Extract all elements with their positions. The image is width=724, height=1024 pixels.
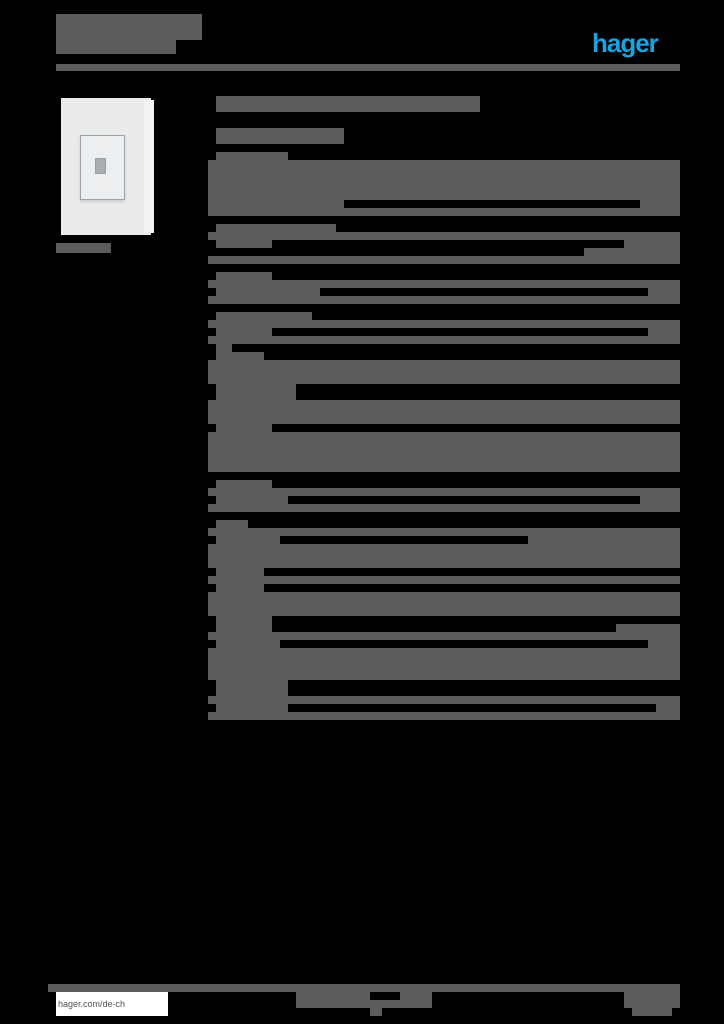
section-3-row-2-value <box>648 288 680 296</box>
section-9-row-a-value <box>616 624 680 632</box>
section-9-row-c-value <box>648 640 680 648</box>
section-2-row-1 <box>208 232 680 240</box>
section-8-row-4-label <box>216 568 264 576</box>
section-9-col-3 <box>216 680 288 696</box>
section-7-row-2-value <box>640 496 680 504</box>
section-8-row-2-value <box>528 536 680 544</box>
section-9-col <box>216 616 272 632</box>
section-3-label <box>216 272 272 280</box>
footer-center-block <box>296 992 432 1008</box>
section-2-row-3-value <box>584 248 680 256</box>
footer-rule <box>48 984 680 992</box>
section-9-table-2 <box>208 648 680 680</box>
section-2-label <box>216 224 336 234</box>
section-1-table <box>208 160 680 200</box>
section-7-row-2-label <box>216 496 288 504</box>
section-9-label <box>216 584 264 592</box>
section-4-rule <box>208 336 680 344</box>
section-9-row-b <box>208 632 680 640</box>
section-7-row-1 <box>208 488 680 496</box>
section-9-col-2 <box>216 640 280 648</box>
section-3-row-2-label <box>216 288 320 296</box>
wall-plate-edge <box>144 100 154 233</box>
section-6-table <box>208 400 680 424</box>
section-5-label <box>216 344 232 352</box>
hager-logo: hager <box>592 28 659 58</box>
section-4-label <box>216 312 312 320</box>
product-caption-redacted <box>56 243 111 253</box>
section-3-row-1 <box>208 280 680 288</box>
section-5-tail <box>216 384 296 400</box>
document-subtitle-redacted <box>56 40 176 54</box>
footer-right-block <box>624 992 680 1008</box>
section-9-row-d <box>208 696 680 704</box>
footer-right-block-2 <box>632 1008 672 1016</box>
section-8-row-1 <box>208 528 680 536</box>
footer-center-gap <box>370 992 400 1000</box>
footer-website-link[interactable]: hager.com/de-ch <box>56 992 168 1016</box>
section-1-rule <box>208 208 680 216</box>
section-8-label <box>216 520 248 528</box>
section-5-table <box>208 360 680 384</box>
footer-page-number <box>370 1008 382 1016</box>
section-2-row-2-label <box>216 240 272 248</box>
product-heading-redacted <box>216 96 480 112</box>
section-8-table <box>208 544 680 568</box>
document-title-redacted <box>56 14 202 40</box>
section-1-row-end <box>208 200 344 208</box>
section-3-rule <box>208 296 680 304</box>
section-9-table <box>208 592 680 616</box>
section-2-rule <box>208 256 680 264</box>
section-9-row-e-label <box>216 704 288 712</box>
section-8-row-2-label <box>216 536 280 544</box>
section-9-rule <box>208 712 680 720</box>
section-4-row-1 <box>208 320 680 328</box>
section-4-row-2-value <box>648 328 680 336</box>
section-6-sublabel <box>216 424 272 432</box>
section-4-row-2-label <box>216 328 272 336</box>
section-1-label <box>216 152 288 160</box>
section-2-row-2-value <box>624 240 680 248</box>
section-7-label <box>216 480 272 488</box>
section-8-rule <box>208 576 680 584</box>
section-7-rule <box>208 504 680 512</box>
product-subheading-redacted <box>216 128 344 144</box>
header-rule <box>56 64 680 71</box>
section-9-row-e-value <box>656 704 680 712</box>
section-5-sublabel <box>216 352 264 360</box>
section-1-row-value <box>640 200 680 208</box>
sensor-window-icon <box>95 158 106 174</box>
section-6-table-2 <box>208 432 680 472</box>
